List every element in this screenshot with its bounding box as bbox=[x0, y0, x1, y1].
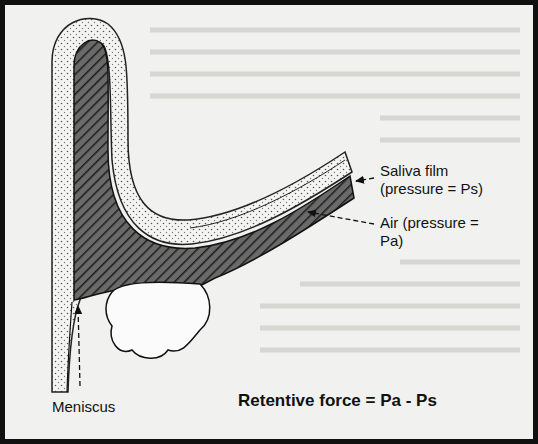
part-label: Saliva film (pressure = Ps) bbox=[380, 162, 505, 198]
formula-label: Retentive force = Pa - Ps bbox=[238, 392, 437, 410]
part-label: Air (pressure = Pa) bbox=[380, 214, 505, 250]
part-label: Meniscus bbox=[52, 398, 115, 416]
